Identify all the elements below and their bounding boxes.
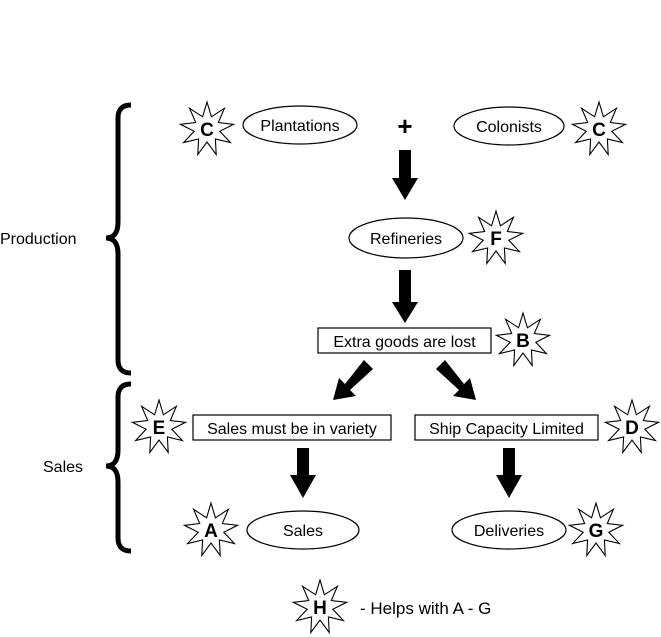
star-icon (130, 398, 188, 455)
star-letter: E (153, 418, 166, 439)
plus-sign: + (397, 111, 412, 141)
node-label: Plantations (260, 118, 339, 135)
sales-brace (105, 381, 132, 554)
legend: H - Helps with A - G (291, 578, 491, 635)
star-letter: C (592, 120, 606, 141)
star-badge-refineries: F (467, 209, 525, 266)
node-plantations: Plantations (242, 105, 358, 145)
section-label-sales: Sales (43, 459, 83, 476)
star-icon (291, 578, 349, 635)
star-badge-colonists: C (570, 100, 628, 157)
node-label: Refineries (370, 231, 442, 248)
arrow-down-right (436, 360, 476, 400)
node-colonists: Colonists (453, 106, 565, 146)
star-letter: F (490, 229, 502, 250)
node-extra-goods: Extra goods are lost (317, 327, 492, 354)
node-label: Sales must be in variety (207, 421, 377, 438)
star-letter: B (516, 331, 530, 352)
node-label: Colonists (476, 119, 542, 136)
star-letter: H (313, 598, 327, 619)
arrow-down (392, 270, 418, 323)
node-sales-variety: Sales must be in variety (192, 414, 392, 441)
star-icon (178, 100, 236, 157)
node-ship-capacity: Ship Capacity Limited (414, 414, 599, 441)
node-label: Deliveries (474, 523, 544, 540)
star-icon (467, 209, 525, 266)
star-badge-extra-goods: B (494, 311, 552, 368)
star-badge-plantations: C (178, 100, 236, 157)
star-icon (494, 311, 552, 368)
star-badge-ship-capacity: D (603, 398, 661, 455)
node-label: Sales (283, 523, 323, 540)
star-icon (570, 100, 628, 157)
production-brace (105, 102, 132, 376)
node-refineries: Refineries (348, 217, 464, 259)
star-letter: C (200, 120, 214, 141)
section-label-production: Production (0, 231, 77, 248)
node-deliveries: Deliveries (451, 510, 567, 550)
arrow-down (496, 448, 522, 498)
node-label: Extra goods are lost (333, 334, 476, 351)
star-icon (182, 501, 240, 558)
node-sales: Sales (246, 510, 360, 550)
legend-text: - Helps with A - G (360, 599, 491, 618)
star-badge-sales: A (182, 501, 240, 558)
arrow-down (290, 448, 316, 498)
star-letter: G (589, 521, 604, 542)
arrow-down-left (333, 360, 373, 400)
node-label: Ship Capacity Limited (429, 421, 584, 438)
star-icon (567, 501, 625, 558)
star-badge-sales-variety: E (130, 398, 188, 455)
arrow-down (392, 150, 418, 200)
star-badge-deliveries: G (567, 501, 625, 558)
star-icon (603, 398, 661, 455)
star-letter: D (625, 418, 639, 439)
star-letter: A (204, 521, 218, 542)
